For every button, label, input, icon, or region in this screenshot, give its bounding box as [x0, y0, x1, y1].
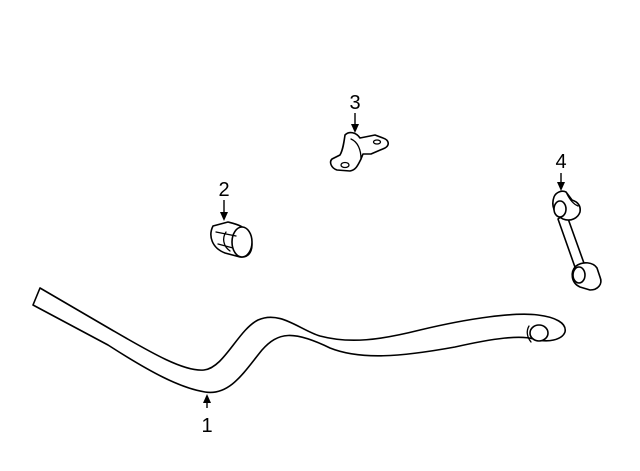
stabilizer-link[interactable]: [552, 190, 602, 291]
callout-4: 4: [555, 151, 567, 191]
arrowhead-1: [203, 394, 211, 403]
callout-number-4: 4: [555, 151, 566, 173]
arrowhead-2: [220, 212, 228, 221]
bushing[interactable]: [210, 221, 253, 258]
arrowhead-4: [557, 182, 565, 191]
arrowhead-3: [351, 124, 359, 133]
callout-1: 1: [201, 394, 213, 437]
bracket[interactable]: [329, 131, 389, 172]
callout-2: 2: [218, 179, 230, 221]
stabilizer-bar[interactable]: [32, 287, 566, 394]
callout-number-2: 2: [218, 179, 229, 201]
callout-3: 3: [349, 92, 361, 133]
callout-number-1: 1: [201, 415, 212, 437]
callout-number-3: 3: [349, 92, 360, 114]
